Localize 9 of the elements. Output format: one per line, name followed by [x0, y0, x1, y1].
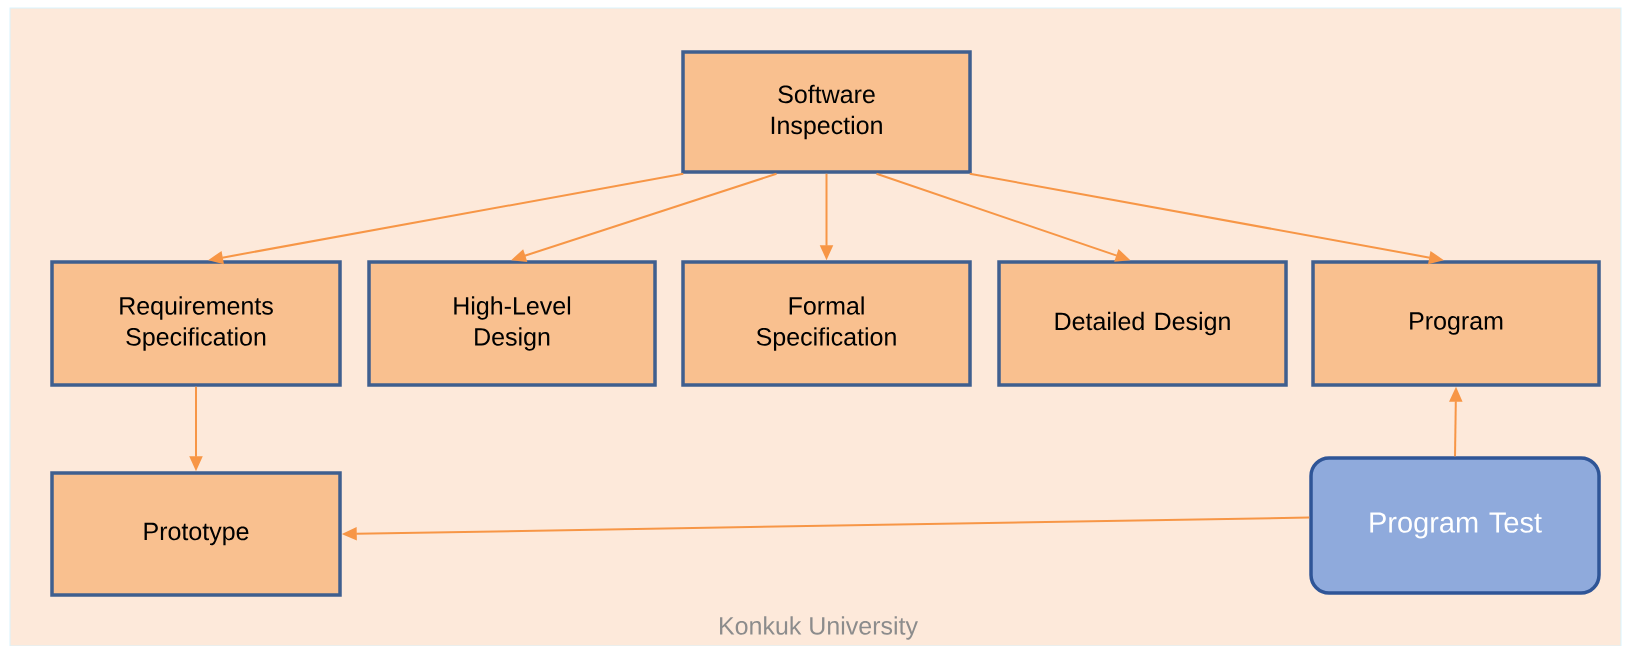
footer-text: Konkuk University — [720, 616, 918, 640]
process-box: Requirements Specification — [50, 260, 342, 387]
process-box: Detailed Design — [997, 260, 1288, 387]
process-box: Program — [1311, 260, 1601, 387]
process-box: High-Level Design — [367, 260, 657, 387]
process-box: Software Inspection — [681, 50, 972, 174]
process-box: Formal Specification — [681, 260, 972, 387]
process-box: Prototype — [50, 471, 342, 597]
process-box: Program Test — [1309, 456, 1601, 595]
